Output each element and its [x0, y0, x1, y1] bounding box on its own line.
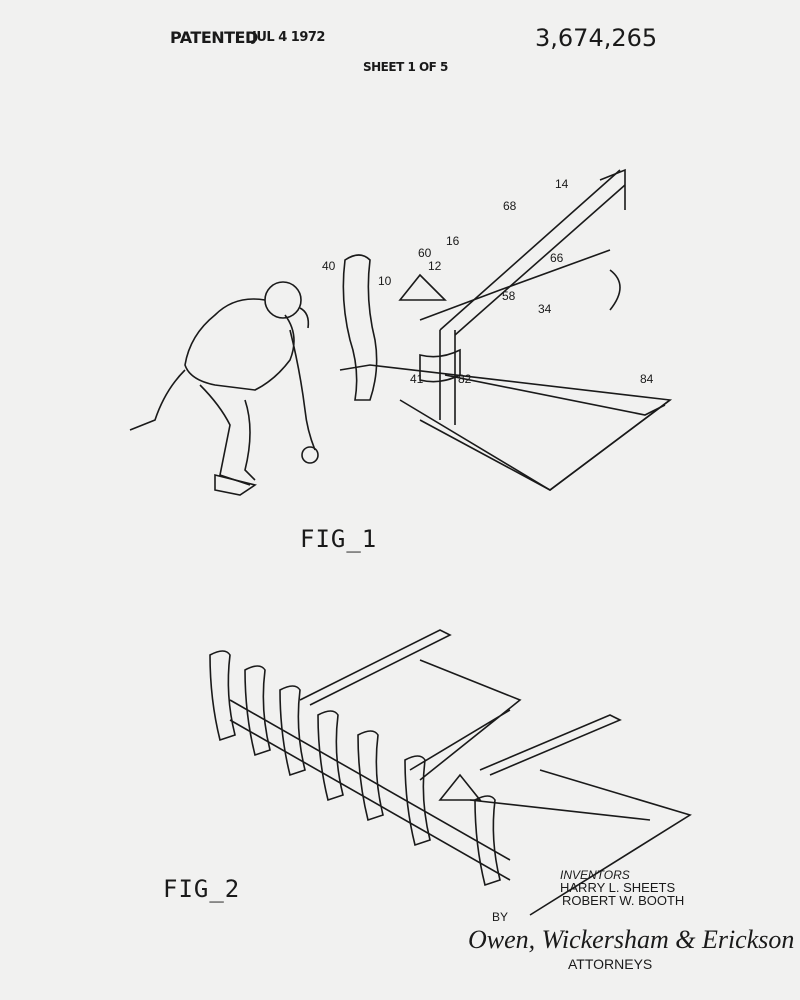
svg-text:68: 68: [503, 199, 517, 213]
attorneys-label: ATTORNEYS: [568, 956, 653, 972]
inventor-name: ROBERT W. BOOTH: [562, 893, 685, 908]
attorney-signature: Owen, Wickersham & Erickson: [468, 925, 795, 954]
reference-numerals: 14 68 16 60 12 10 40 66 58 34 41 82 84: [322, 177, 654, 386]
sheet-number: SHEET 1 OF 5: [363, 60, 448, 74]
blocking-sled-fig1: [339, 168, 673, 491]
fig1-title: FIG_1: [300, 525, 378, 553]
by-label: BY: [492, 910, 509, 924]
inventors-label: INVENTORS: [560, 868, 630, 882]
svg-text:14: 14: [555, 177, 569, 191]
svg-text:66: 66: [550, 251, 564, 265]
fig2-title: FIG_2: [163, 875, 241, 903]
patented-label: PATENTED: [170, 28, 258, 47]
svg-text:84: 84: [640, 372, 654, 386]
multi-sled-fig2: [209, 629, 692, 916]
svg-text:10: 10: [378, 274, 392, 288]
inventor-name: HARRY L. SHEETS: [560, 880, 676, 895]
svg-text:40: 40: [322, 259, 336, 273]
football-player-figure: [129, 281, 319, 496]
svg-text:41: 41: [410, 372, 424, 386]
svg-text:82: 82: [458, 372, 472, 386]
svg-text:12: 12: [428, 259, 442, 273]
patent-number: 3,674,265: [535, 24, 658, 52]
svg-text:60: 60: [418, 246, 432, 260]
svg-text:34: 34: [538, 302, 552, 316]
patent-date: JUL 4 1972: [252, 30, 325, 45]
svg-text:58: 58: [502, 289, 516, 303]
svg-text:16: 16: [446, 234, 460, 248]
